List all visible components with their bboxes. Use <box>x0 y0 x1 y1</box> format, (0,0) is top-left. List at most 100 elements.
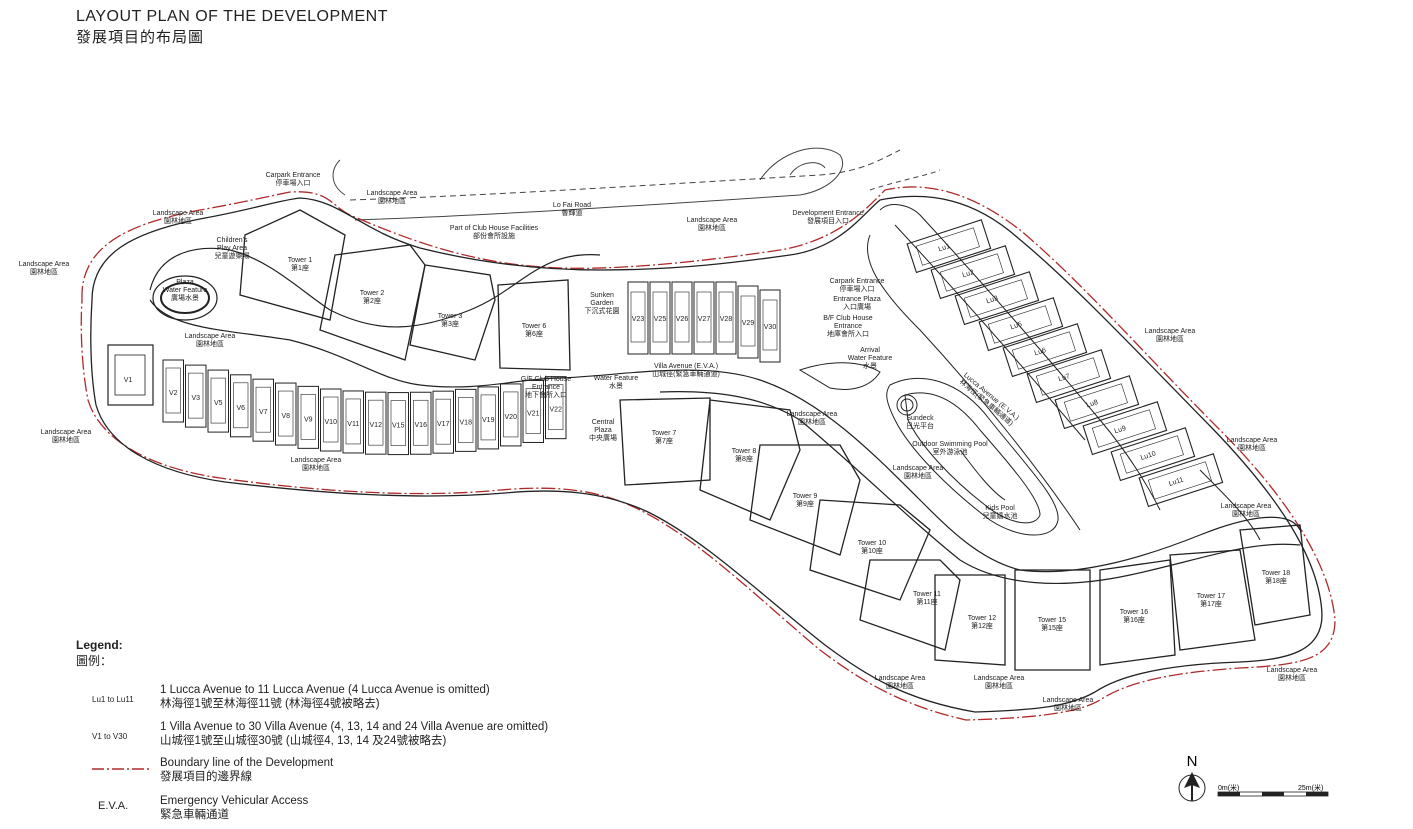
villa-label: V9 <box>304 416 313 423</box>
svg-text:園林地區: 園林地區 <box>1054 703 1082 712</box>
villa-house <box>545 376 567 440</box>
svg-text:Water Feature: Water Feature <box>848 355 893 362</box>
lo-fai-road-label: Lo Fai Road <box>553 202 591 209</box>
svg-text:Play Area: Play Area <box>217 245 247 252</box>
tower-7-footprint <box>619 397 711 486</box>
tower-18-footprint <box>1239 524 1311 626</box>
villa-label: V2 <box>169 390 178 397</box>
lucca-avenue-label: Lucca Avenue (E.V.A.) <box>962 372 1020 422</box>
svg-text:Plaza: Plaza <box>594 427 612 434</box>
lucca-label: Lu5 <box>1010 321 1023 331</box>
tower-1-footprint <box>239 209 346 321</box>
villa-label: V12 <box>370 422 383 429</box>
villa-house <box>455 388 477 452</box>
villa-label: V25 <box>654 316 667 323</box>
svg-text:Garden: Garden <box>590 300 613 307</box>
lucca-label: Lu7 <box>1058 373 1071 383</box>
svg-text:山城徑(緊急車輛通道): 山城徑(緊急車輛通道) <box>652 369 720 378</box>
tower-3-footprint <box>409 264 496 361</box>
villa-house <box>477 386 499 450</box>
lucca-house: Lu8 <box>1054 375 1140 430</box>
svg-text:園林地區: 園林地區 <box>1278 673 1306 682</box>
club-house-facilities-label: Part of Club House Facilities <box>450 225 539 232</box>
svg-text:入口廣場: 入口廣場 <box>843 302 871 311</box>
villa-v1: V1 <box>107 344 154 406</box>
svg-text:園林地區: 園林地區 <box>302 463 330 472</box>
svg-text:園林地區: 園林地區 <box>985 681 1013 690</box>
villa-label: V7 <box>259 409 268 416</box>
svg-text:第3座: 第3座 <box>441 319 459 328</box>
villa-label: V3 <box>191 395 200 402</box>
svg-text:林海徑(緊急車輛通道): 林海徑(緊急車輛通道) <box>958 377 1016 427</box>
site-outline <box>90 195 1323 713</box>
lucca-house: Lu2 <box>930 245 1016 300</box>
lucca-avenue-road <box>866 204 1261 541</box>
svg-text:園林地區: 園林地區 <box>886 681 914 690</box>
svg-text:園林地區: 園林地區 <box>1232 509 1260 518</box>
lucca-house: Lu11 <box>1138 453 1224 508</box>
carpark-plaza-label: Carpark Entrance <box>830 278 885 285</box>
villa-label: V5 <box>214 400 223 407</box>
villa-house <box>275 382 297 446</box>
villa-label: V10 <box>325 419 338 426</box>
villa-house <box>500 383 522 447</box>
swimming-pool-label: Outdoor Swimming Pool <box>912 441 988 448</box>
svg-text:第18座: 第18座 <box>1265 576 1287 585</box>
lucca-label: Lu2 <box>962 269 975 279</box>
lucca-house: Lu9 <box>1082 401 1168 456</box>
boundary-line <box>80 186 1336 721</box>
svg-text:Entrance: Entrance <box>834 323 862 330</box>
development-entrance-label: Development Entrance <box>792 210 863 217</box>
villa-label: V16 <box>415 422 428 429</box>
tower-12-footprint <box>934 574 1006 666</box>
lucca-house: Lu5 <box>978 297 1064 352</box>
svg-text:兒童嬉水池: 兒童嬉水池 <box>983 511 1018 520</box>
lucca-label: Lu8 <box>1086 399 1099 409</box>
tower-15-label: Tower 15 <box>1038 617 1067 624</box>
landscape-label: Landscape Area <box>974 675 1025 682</box>
childrens-play-label: Children's <box>217 237 248 244</box>
villa-label: V26 <box>676 316 689 323</box>
svg-text:魯輝道: 魯輝道 <box>562 208 583 217</box>
svg-text:廣場水景: 廣場水景 <box>171 293 199 302</box>
tower-9-label: Tower 9 <box>793 493 818 500</box>
villa-label: V11 <box>347 421 359 428</box>
villa-label: V18 <box>460 419 473 426</box>
lucca-house: Lu10 <box>1110 427 1196 482</box>
tower-18-label: Tower 18 <box>1262 570 1291 577</box>
svg-text:Water Feature: Water Feature <box>163 287 208 294</box>
villa-label: V29 <box>742 320 755 327</box>
svg-text:Entrance: Entrance <box>532 384 560 391</box>
internal-driveway <box>149 247 601 328</box>
landscape-label: Landscape Area <box>1227 437 1278 444</box>
central-plaza-label: Central <box>592 419 615 426</box>
tower-11-footprint <box>859 559 961 651</box>
svg-text:園林地區: 園林地區 <box>798 417 826 426</box>
svg-text:第7座: 第7座 <box>655 436 673 445</box>
landscape-label: Landscape Area <box>1043 697 1094 704</box>
villa-label: V28 <box>720 316 733 323</box>
villa-house <box>522 379 544 443</box>
svg-text:中央廣場: 中央廣場 <box>589 433 617 442</box>
title-zh: 發展項目的布局圖 <box>76 29 205 46</box>
landscape-label: Landscape Area <box>1267 667 1318 674</box>
lucca-label: Lu1 <box>938 243 951 253</box>
lucca-label: Lu10 <box>1140 450 1157 462</box>
svg-text:地庫會所入口: 地庫會所入口 <box>827 329 869 338</box>
villa-label: V20 <box>505 414 518 421</box>
lucca-house: Lu1 <box>906 219 992 274</box>
svg-text:園林地區: 園林地區 <box>1156 334 1184 343</box>
svg-text:第8座: 第8座 <box>735 454 753 463</box>
svg-text:第17座: 第17座 <box>1200 599 1222 608</box>
landscape-label: Landscape Area <box>1221 503 1272 510</box>
villa-house <box>185 364 207 428</box>
villa-house <box>320 388 342 452</box>
sundeck-label: Sundeck <box>906 415 934 422</box>
villa-label: V15 <box>392 423 405 430</box>
villa-house <box>162 359 184 423</box>
svg-text:停車場入口: 停車場入口 <box>840 284 875 293</box>
lucca-label: Lu3 <box>986 295 999 305</box>
lucca-house: Lu7 <box>1026 349 1112 404</box>
